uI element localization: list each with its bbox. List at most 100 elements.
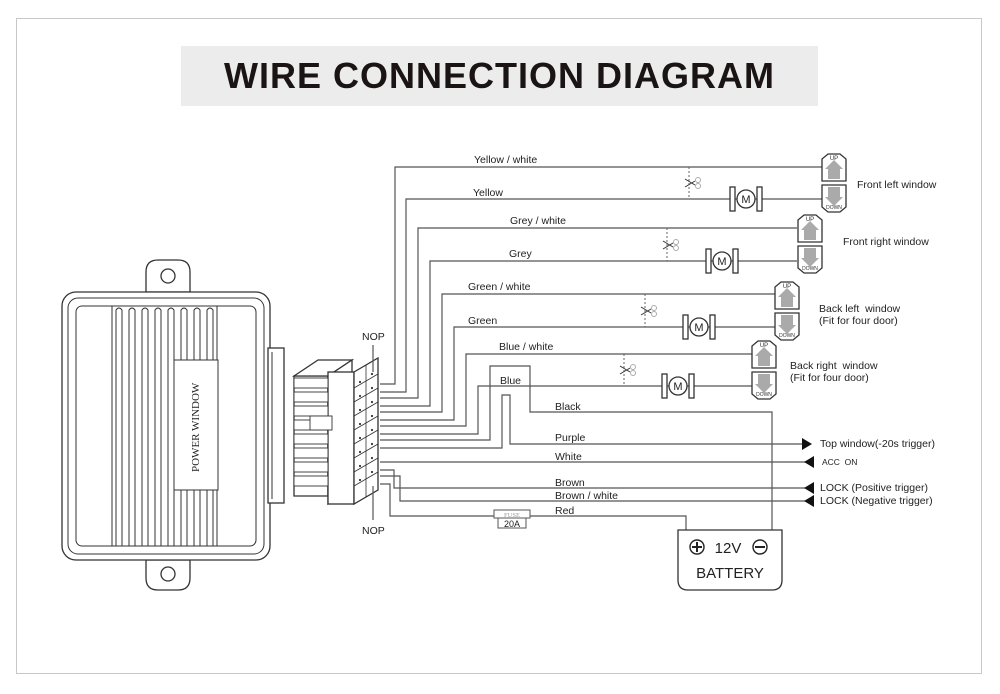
signal-target: ACC ON	[822, 457, 857, 467]
svg-text:DOWN: DOWN	[779, 333, 795, 339]
diagram-title: WIRE CONNECTION DIAGRAM	[224, 55, 775, 96]
window-wires	[380, 166, 822, 435]
wire-label: Grey / white	[510, 215, 566, 227]
wire-purple	[380, 394, 802, 449]
down-arrow-icon	[778, 315, 796, 334]
mount-hole-bottom	[160, 566, 176, 582]
down-arrow-icon	[755, 374, 773, 393]
svg-text:UP: UP	[830, 156, 838, 162]
down-arrow-icon	[801, 248, 819, 267]
wire-red	[380, 483, 687, 530]
wire-label: Blue / white	[499, 341, 553, 353]
cut-lines	[623, 167, 690, 386]
fuse-label: FUSE	[504, 512, 520, 519]
motors: M M M M	[661, 186, 763, 399]
battery-label: BATTERY	[696, 565, 764, 582]
window-note: (Fit for four door)	[790, 372, 869, 384]
scissors-icon	[662, 239, 679, 251]
wire-green	[380, 326, 775, 421]
scissors-icon	[640, 305, 657, 317]
window-name: Back left window	[819, 303, 901, 315]
fuse-rating: 20A	[504, 519, 520, 529]
motor-icon: M	[729, 186, 763, 212]
wire-yellow-white	[380, 166, 822, 385]
wire-blue	[380, 385, 752, 435]
module-panel	[75, 305, 257, 547]
wire-harness-connector	[291, 345, 379, 520]
wire-label: White	[555, 451, 582, 463]
wire-label: Brown / white	[555, 490, 618, 502]
up-arrow-icon	[801, 221, 819, 240]
switch-front-right: UP DOWN	[797, 214, 823, 274]
svg-text:DOWN: DOWN	[756, 392, 772, 398]
signal-target: LOCK (Positive trigger)	[820, 482, 928, 494]
module-label-plate	[173, 359, 219, 491]
diagram-frame	[16, 18, 982, 674]
svg-text:M: M	[717, 256, 726, 268]
window-name: Front left window	[857, 179, 937, 191]
wire-grey-white	[380, 227, 797, 399]
wire-label: Brown	[555, 477, 585, 489]
wire-label: Grey	[509, 248, 533, 260]
wire-brown-white	[380, 475, 808, 502]
signal-wire-labels: Black Purple White Brown Brown / white R…	[555, 401, 618, 517]
scissors-icon	[684, 177, 701, 189]
module-socket	[267, 347, 285, 504]
window-name: Front right window	[843, 236, 929, 248]
wire-label: Yellow	[473, 187, 503, 199]
signal-target: Top window(-20s trigger)	[820, 438, 935, 450]
svg-text:UP: UP	[806, 217, 814, 223]
svg-text:M: M	[673, 381, 682, 393]
wire-green-white	[380, 293, 775, 413]
wire-grey	[380, 260, 797, 407]
arrow-right-icon	[802, 438, 812, 450]
arrow-left-icon	[804, 482, 814, 494]
wire-label: Blue	[500, 375, 521, 387]
arrow-left-icon	[804, 495, 814, 507]
window-switches: UP DOWN UP DOWN UP DOWN UP DOW	[751, 153, 847, 400]
svg-text:M: M	[741, 194, 750, 206]
module-label: POWER WINDOW	[190, 382, 202, 472]
signal-arrows	[802, 438, 814, 507]
switch-back-left: UP DOWN	[774, 281, 800, 341]
switch-back-right: UP DOWN	[751, 340, 777, 400]
signal-targets: Top window(-20s trigger) ACC ON LOCK (Po…	[820, 438, 935, 507]
wire-label: Black	[555, 401, 581, 413]
wire-blue-white	[380, 353, 752, 427]
down-arrow-icon	[825, 187, 843, 206]
svg-text:DOWN: DOWN	[826, 205, 842, 211]
wire-label: Red	[555, 505, 574, 517]
scissors-icon	[619, 364, 636, 376]
motor-icon: M	[705, 248, 739, 274]
up-arrow-icon	[778, 288, 796, 307]
module-housing-inner	[67, 297, 265, 555]
signal-wires	[380, 365, 808, 530]
wire-yellow	[380, 198, 822, 393]
wire-label: Yellow / white	[474, 154, 537, 166]
wire-label: Green / white	[468, 281, 531, 293]
motor-icon: M	[682, 314, 716, 340]
wire-label: Green	[468, 315, 497, 327]
window-labels: Front left window Front right window Bac…	[790, 179, 937, 384]
svg-text:UP: UP	[760, 343, 768, 349]
nop-bottom-label: NOP	[362, 525, 385, 537]
switch-front-left: UP DOWN	[821, 153, 847, 213]
wire-brown	[380, 469, 808, 489]
svg-text:UP: UP	[783, 284, 791, 290]
battery: 12V BATTERY	[677, 529, 783, 591]
window-note: (Fit for four door)	[819, 315, 898, 327]
svg-text:DOWN: DOWN	[802, 266, 818, 272]
mount-hole-top	[160, 268, 176, 284]
window-name: Back right window	[790, 360, 878, 372]
title-banner: WIRE CONNECTION DIAGRAM	[181, 46, 818, 106]
nop-top-label: NOP	[362, 331, 385, 343]
fuse: FUSE 20A	[493, 509, 531, 529]
wire-label: Purple	[555, 432, 586, 444]
module-housing	[61, 291, 271, 561]
cooling-ribs	[111, 306, 218, 546]
signal-target: LOCK (Negative trigger)	[820, 495, 933, 507]
up-arrow-icon	[825, 160, 843, 179]
svg-text:M: M	[694, 322, 703, 334]
power-window-module: POWER WINDOW	[61, 259, 285, 591]
